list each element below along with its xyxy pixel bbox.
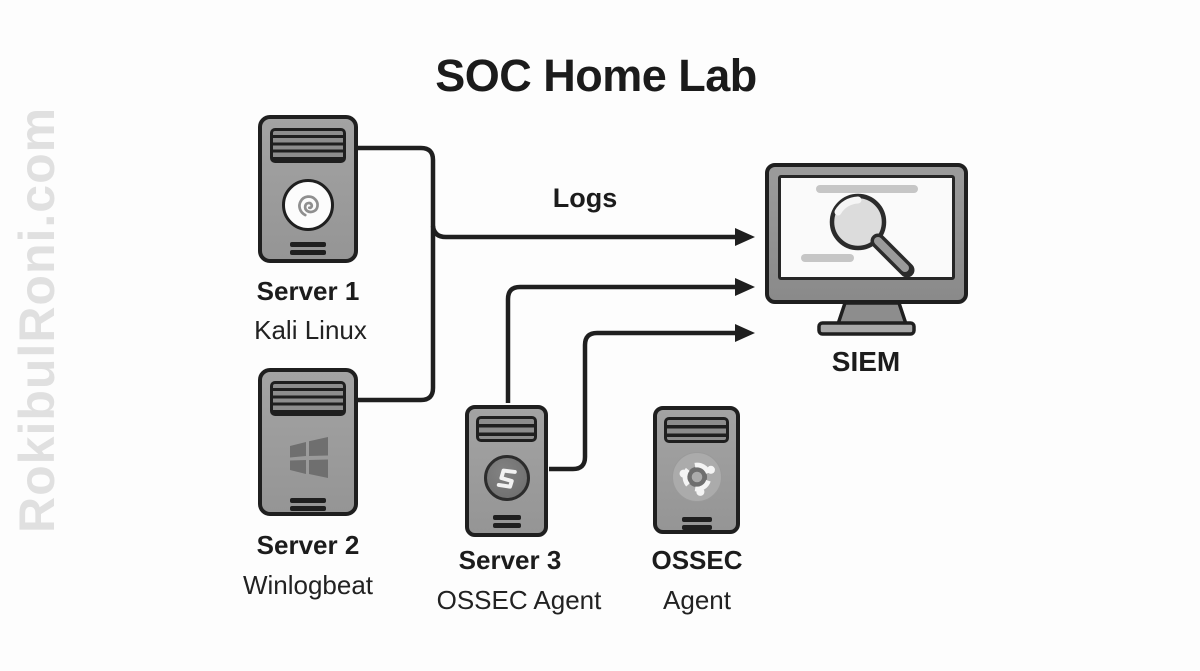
agent-label: OSSEC: [651, 545, 743, 575]
drive-slot: [492, 515, 521, 520]
drive-slot: [290, 242, 326, 247]
logs-edge-label: Logs: [552, 183, 618, 213]
arrowhead-icon: [735, 278, 755, 296]
server2-label: Server 2: [256, 530, 360, 560]
windows-logo-icon: [281, 430, 335, 484]
vent-panel-icon: [270, 128, 346, 163]
monitor-stand: [817, 301, 916, 336]
ossec-s-icon: [483, 455, 530, 501]
watermark-text: RokibulRoni.com: [9, 106, 65, 533]
siem-label: SIEM: [831, 346, 901, 377]
drive-slot: [290, 506, 326, 511]
drive-slot: [290, 498, 326, 503]
server1-label: Server 1: [256, 276, 360, 306]
vent-panel-icon: [664, 417, 729, 443]
server1-sublabel: Kali Linux: [254, 315, 367, 345]
ubuntu-logo-icon: [671, 452, 722, 502]
drive-slot: [681, 517, 712, 522]
ossec-agent-tower: [653, 406, 740, 534]
drive-slot: [492, 523, 521, 528]
arrowhead-icon: [735, 324, 755, 342]
agent-sublabel: Agent: [663, 585, 731, 615]
page-title: SOC Home Lab: [435, 50, 757, 101]
edge-server3-to-siem: [505, 278, 755, 403]
drive-slot: [681, 525, 712, 530]
arrowhead-icon: [735, 228, 755, 246]
siem-monitor-screen: [778, 175, 955, 280]
server3-label: Server 3: [458, 545, 562, 575]
vent-panel-icon: [476, 416, 537, 442]
siem-monitor: [765, 163, 968, 304]
drive-slot: [290, 250, 326, 255]
server3-tower: [465, 405, 548, 537]
server1-tower: [258, 115, 358, 263]
server3-sublabel: OSSEC Agent: [436, 585, 602, 615]
vent-panel-icon: [270, 381, 346, 416]
server2-tower: [258, 368, 358, 516]
server2-sublabel: Winlogbeat: [242, 570, 374, 600]
debian-swirl-icon: [282, 179, 334, 231]
